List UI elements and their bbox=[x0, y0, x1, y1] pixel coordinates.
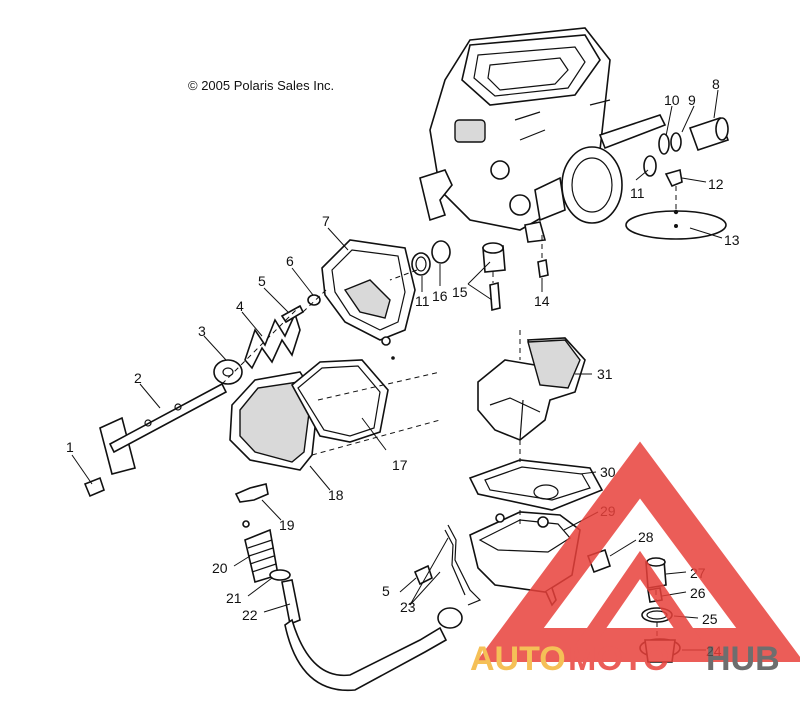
callout-15: 15 bbox=[452, 284, 468, 300]
watermark-text-auto: AUTO bbox=[470, 640, 566, 678]
watermark-inner-triangle bbox=[569, 550, 711, 653]
callout-3: 3 bbox=[198, 323, 206, 339]
watermark-text-moto: MOTO bbox=[568, 640, 669, 678]
callout-12: 12 bbox=[708, 176, 724, 192]
callout-23: 23 bbox=[400, 599, 416, 615]
callout-14: 14 bbox=[534, 293, 550, 309]
callout-2: 2 bbox=[134, 370, 142, 386]
callout-19: 19 bbox=[279, 517, 295, 533]
callout-4: 4 bbox=[236, 298, 244, 314]
callout-26: 26 bbox=[690, 585, 706, 601]
callout-1: 1 bbox=[66, 439, 74, 455]
callout-31: 31 bbox=[597, 366, 613, 382]
leader-lines bbox=[71, 89, 723, 651]
cable-parts bbox=[242, 520, 482, 692]
callout-20: 20 bbox=[212, 560, 228, 576]
callout-30: 30 bbox=[600, 464, 616, 480]
side-cover-parts bbox=[229, 359, 441, 503]
callout-22: 22 bbox=[242, 607, 258, 623]
top-cover-parts bbox=[321, 235, 549, 360]
callout-9: 9 bbox=[688, 92, 696, 108]
callout-16: 16 bbox=[432, 288, 448, 304]
callout-11-left: 11 bbox=[415, 293, 430, 309]
callout-8: 8 bbox=[712, 76, 720, 92]
float-bowl-parts bbox=[468, 330, 604, 607]
callout-13: 13 bbox=[724, 232, 740, 248]
callout-25: 25 bbox=[702, 611, 718, 627]
callout-17: 17 bbox=[392, 457, 408, 473]
callout-18: 18 bbox=[328, 487, 344, 503]
callout-5-lower: 5 bbox=[382, 583, 390, 599]
callout-10: 10 bbox=[664, 92, 680, 108]
callout-11-right: 11 bbox=[630, 185, 645, 201]
callout-labels: 1 2 3 4 5 6 7 8 9 10 11 11 12 13 14 15 1… bbox=[66, 76, 740, 659]
automotohub-watermark: AUTO MOTO HUB bbox=[470, 441, 800, 678]
copyright-text: © 2005 Polaris Sales Inc. bbox=[188, 78, 334, 93]
throttle-shaft-parts bbox=[83, 289, 327, 498]
carburetor-body bbox=[419, 27, 667, 243]
diaphragm-parts bbox=[625, 116, 730, 240]
watermark-text-hub: HUB bbox=[706, 640, 780, 678]
callout-5: 5 bbox=[258, 273, 266, 289]
callout-28: 28 bbox=[638, 529, 654, 545]
callout-7: 7 bbox=[322, 213, 330, 229]
callout-21: 21 bbox=[226, 590, 242, 606]
callout-6: 6 bbox=[286, 253, 294, 269]
